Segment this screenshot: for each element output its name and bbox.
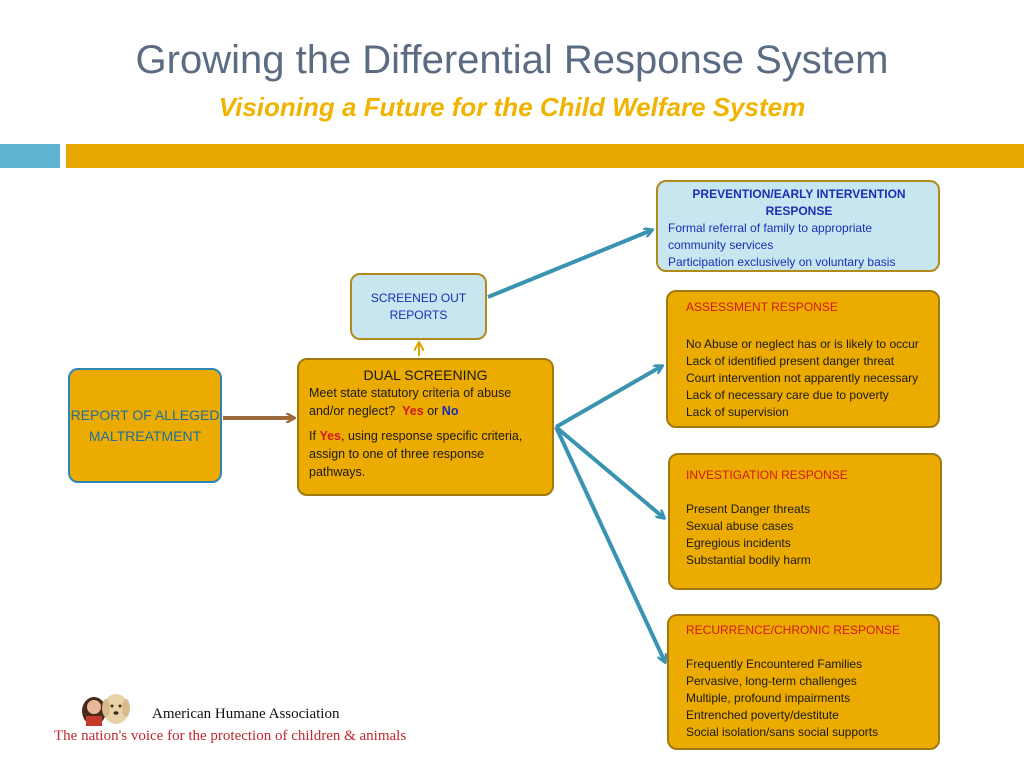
arrow-dual-to-recurrence [554,426,665,662]
slide-subtitle: Visioning a Future for the Child Welfare… [218,92,806,122]
report-node: REPORT OF ALLEGED MALTREATMENT [68,368,222,483]
list-item: Lack of identified present danger threat [686,354,895,368]
organization-logo [82,694,130,726]
list-item: Participation exclusively on voluntary b… [668,255,896,269]
list-item: Entrenched poverty/destitute [686,708,839,722]
arrow-dual-to-investigation [554,425,664,518]
recurrence-heading: RECURRENCE/CHRONIC RESPONSE [686,623,901,637]
screened-out-node: SCREENED OUT REPORTS [350,273,487,340]
assessment-heading: ASSESSMENT RESPONSE [686,300,838,314]
list-item: Frequently Encountered Families [686,657,863,671]
dual-or: or [427,404,439,418]
list-item: Lack of supervision [686,405,789,419]
investigation-heading: INVESTIGATION RESPONSE [686,468,848,482]
accent-bar-blue [0,144,60,168]
dual-instruction: If Yes, using response specific criteria… [309,427,542,481]
list-item: Formal referral of family to appropriate… [668,221,873,252]
prevention-heading: PREVENTION/EARLY INTERVENTION RESPONSE [692,187,906,218]
list-item: No Abuse or neglect has or is likely to … [686,337,919,351]
dual-line1: Meet state statutory criteria of abuse a… [309,386,512,418]
arrow-dual-to-assessment [555,366,662,429]
assessment-node: ASSESSMENT RESPONSE No Abuse or neglect … [666,290,940,428]
organization-name: American Humane Association [152,706,340,722]
list-item: Sexual abuse cases [686,519,794,533]
dual-question: Meet state statutory criteria of abuse a… [309,384,542,420]
prevention-node: PREVENTION/EARLY INTERVENTION RESPONSE F… [656,180,940,272]
screened-out-label: SCREENED OUT REPORTS [370,290,467,322]
slide-title: Growing the Differential Response System [135,38,889,82]
dual-screening-node: DUAL SCREENING Meet state statutory crit… [297,358,554,496]
organization-tagline: The nation's voice for the protection of… [54,728,407,744]
accent-bar-gold [66,144,1024,168]
list-item: Present Danger threats [686,502,811,516]
dual-yes-2: Yes [319,429,341,443]
dual-if: If [309,429,316,443]
arrow-screened-out-to-prevention [487,230,652,299]
report-label: REPORT OF ALLEGED MALTREATMENT [70,406,220,444]
list-item: Pervasive, long-term challenges [686,674,857,688]
dual-line2: , using response specific criteria, assi… [309,429,523,479]
dual-heading: DUAL SCREENING [363,367,488,383]
list-item: Substantial bodily harm [686,553,811,567]
list-item: Lack of necessary care due to poverty [686,388,889,402]
dual-yes: Yes [402,404,424,418]
recurrence-node: RECURRENCE/CHRONIC RESPONSE Frequently E… [667,614,940,750]
list-item: Multiple, profound impairments [686,691,851,705]
dual-no: No [441,404,459,418]
list-item: Social isolation/sans social supports [686,725,879,739]
list-item: Egregious incidents [686,536,791,550]
list-item: Court intervention not apparently necess… [686,371,919,385]
investigation-node: INVESTIGATION RESPONSE Present Danger th… [668,453,942,590]
